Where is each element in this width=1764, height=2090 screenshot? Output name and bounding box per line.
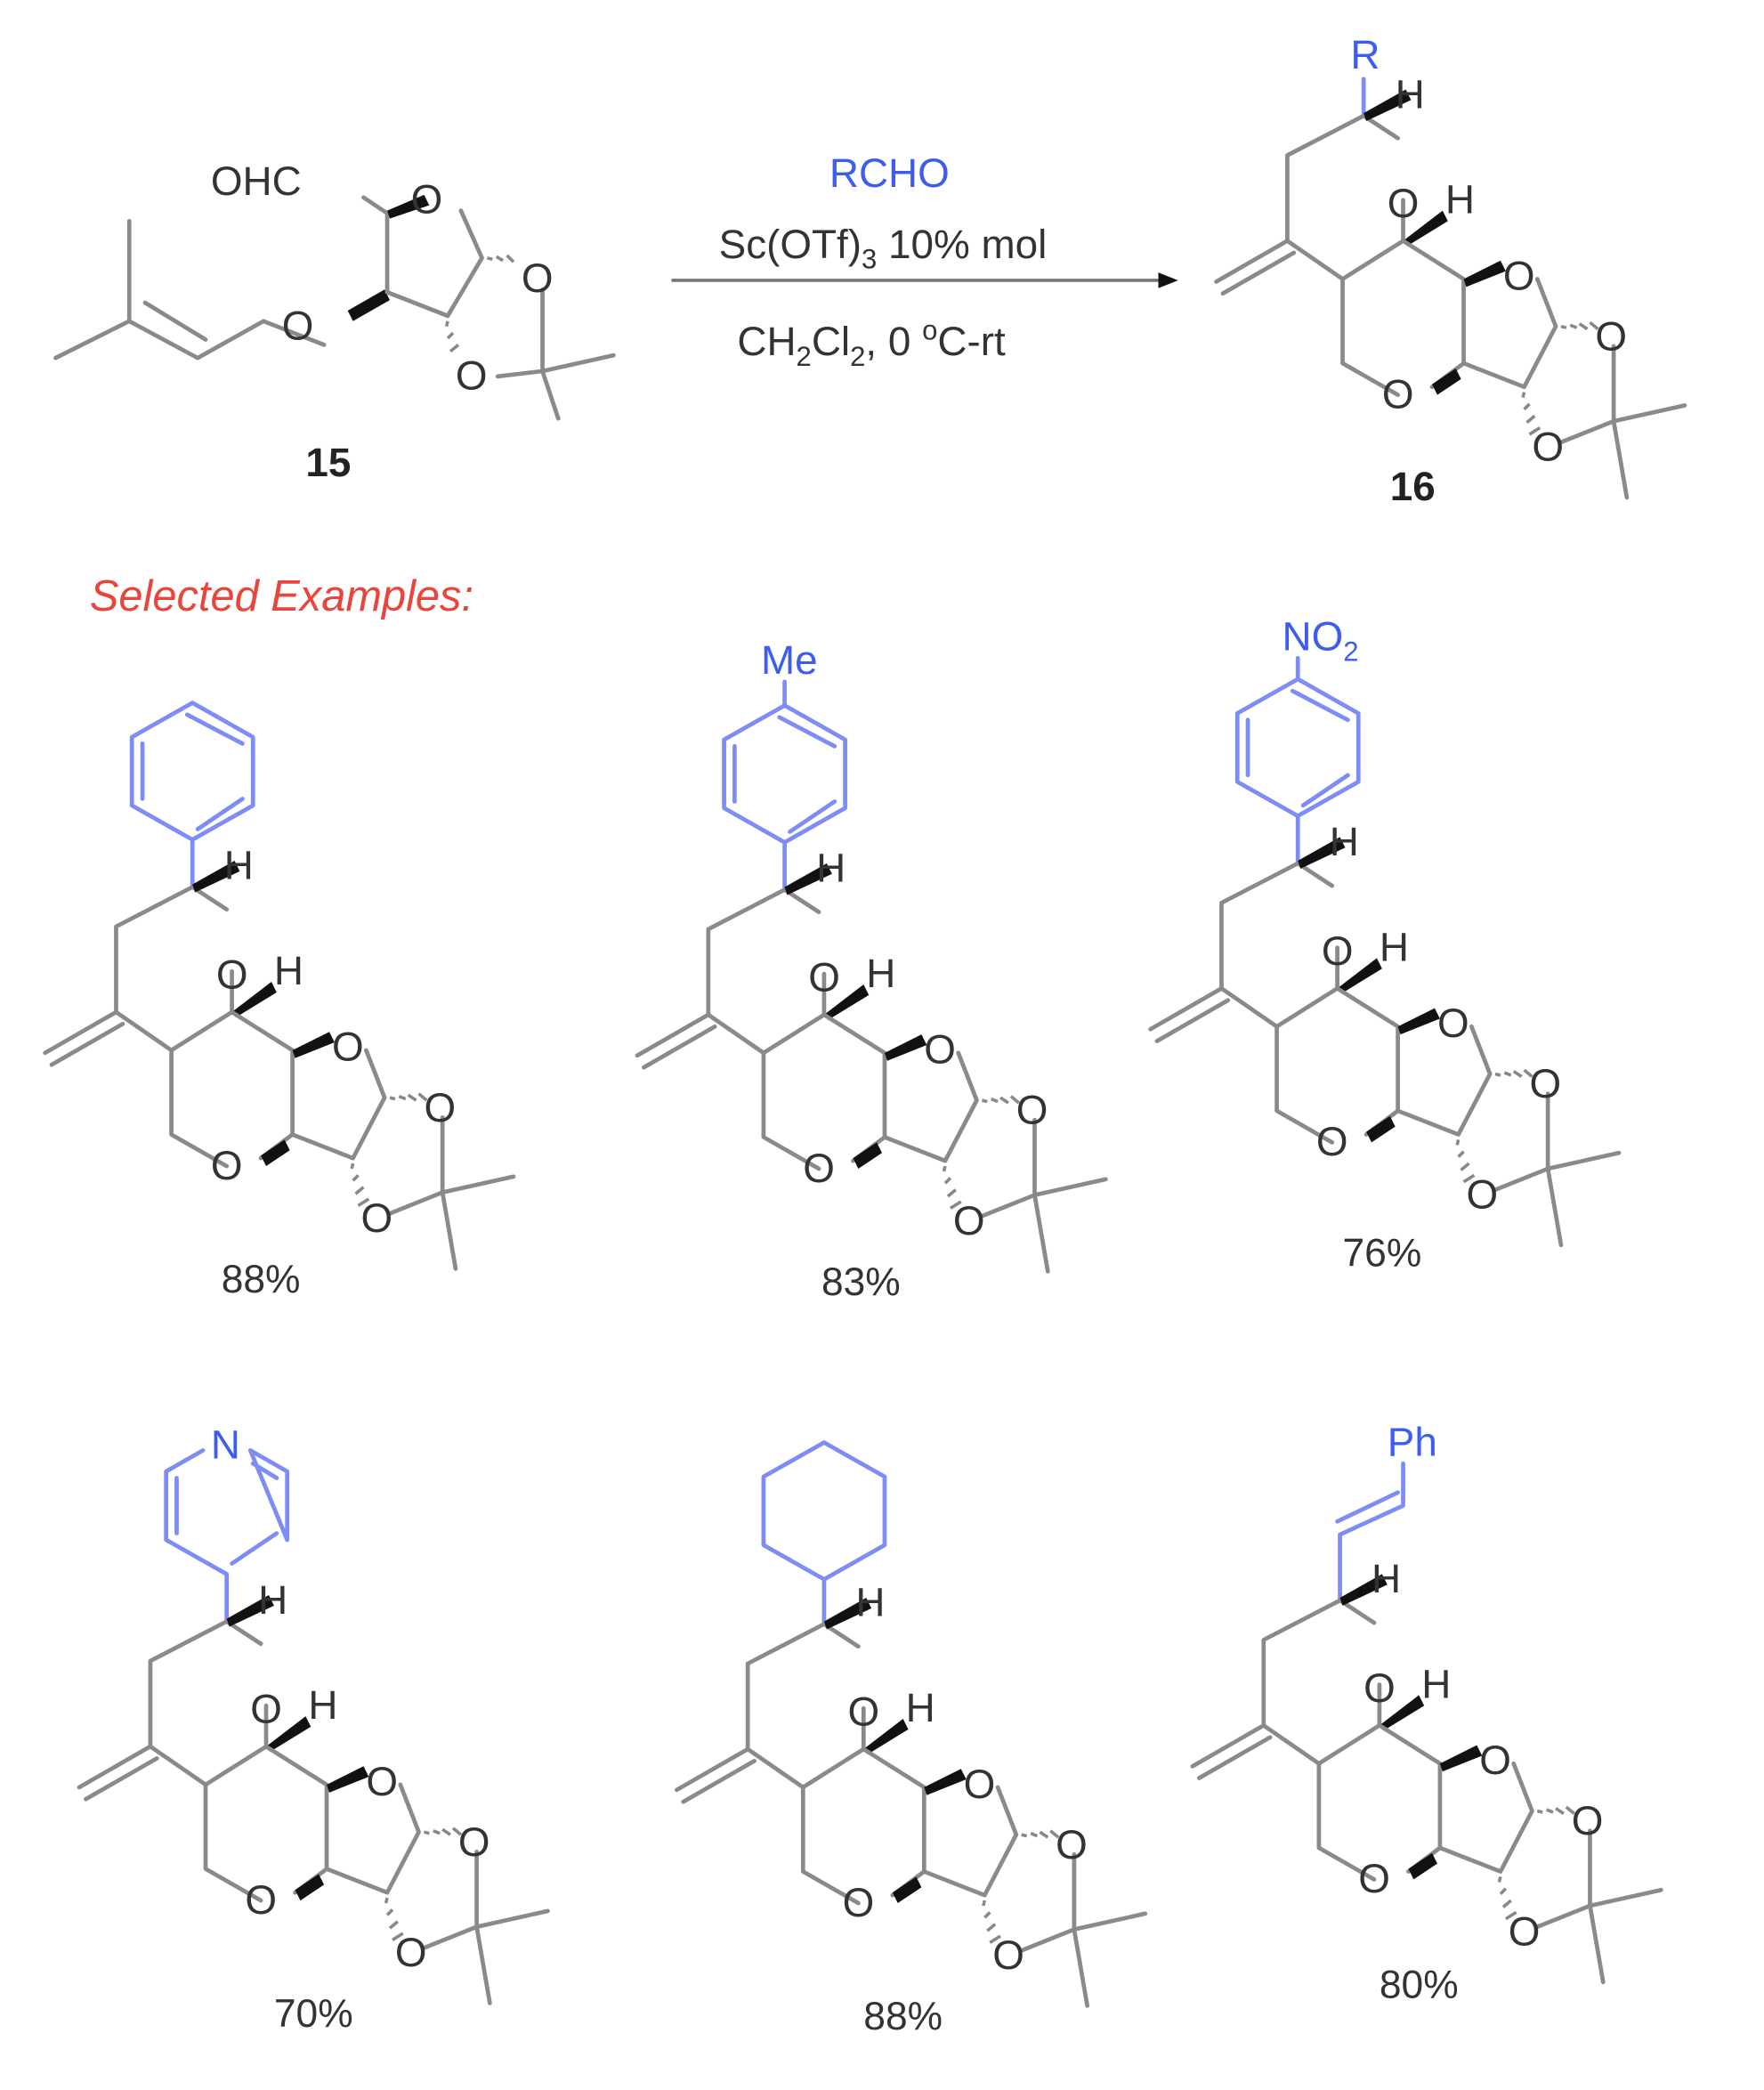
yield-label: 83%: [821, 1260, 901, 1304]
yield-label: 88%: [222, 1258, 301, 1301]
reagent-rcho: RCHO: [829, 150, 950, 196]
arrowhead-icon: [1158, 272, 1178, 288]
example-nitrophenyl: NO2 76%: [1151, 613, 1619, 1275]
nitrophenyl-ring-icon: [1234, 655, 1361, 866]
tolyl-ring-icon: [722, 679, 847, 892]
example-pyridyl: N 70%: [79, 1422, 547, 2036]
yield-label: 88%: [863, 1995, 943, 2038]
reagent-catalyst: Sc(OTf)3 10% mol: [719, 222, 1048, 275]
compound-label-15: 15: [305, 440, 351, 485]
reagent-solvent: CH2Cl2, 0 oC-rt: [737, 314, 1006, 372]
pyridyl-ring-icon: [164, 1448, 290, 1624]
svg-text:O: O: [522, 255, 554, 301]
cyclohexyl-ring-icon: [761, 1440, 887, 1626]
yield-label: 80%: [1380, 1963, 1459, 2006]
substituent-label: NO2: [1282, 613, 1358, 667]
compound-label-16: 16: [1390, 464, 1436, 509]
example-tolyl: Me 83%: [637, 637, 1105, 1304]
styryl-chain-icon: [1335, 1461, 1405, 1603]
svg-text:O: O: [411, 177, 443, 223]
yield-label: 76%: [1343, 1231, 1422, 1275]
selected-examples-heading: Selected Examples:: [90, 572, 473, 620]
substituent-label: N: [211, 1422, 240, 1467]
svg-text:O: O: [282, 303, 314, 348]
substituent-label: Ph: [1388, 1419, 1437, 1464]
svg-text:O: O: [456, 353, 488, 399]
starting-material-15: OHC O O O O 15: [53, 158, 616, 485]
aldehyde-label: OHC: [211, 158, 302, 204]
reaction-conditions: RCHO Sc(OTf)3 10% mol CH2Cl2, 0 oC-rt: [671, 150, 1178, 372]
yield-label: 70%: [274, 1992, 353, 2036]
phenyl-ring-icon: [129, 701, 255, 889]
example-phenyl: 88%: [45, 701, 514, 1301]
substituent-label: Me: [761, 637, 818, 683]
example-cyclohexyl: 88%: [676, 1440, 1145, 2038]
example-styryl: Ph 80%: [1193, 1419, 1661, 2006]
product-16: R 16: [1217, 32, 1685, 509]
r-group-label: R: [1350, 32, 1380, 77]
